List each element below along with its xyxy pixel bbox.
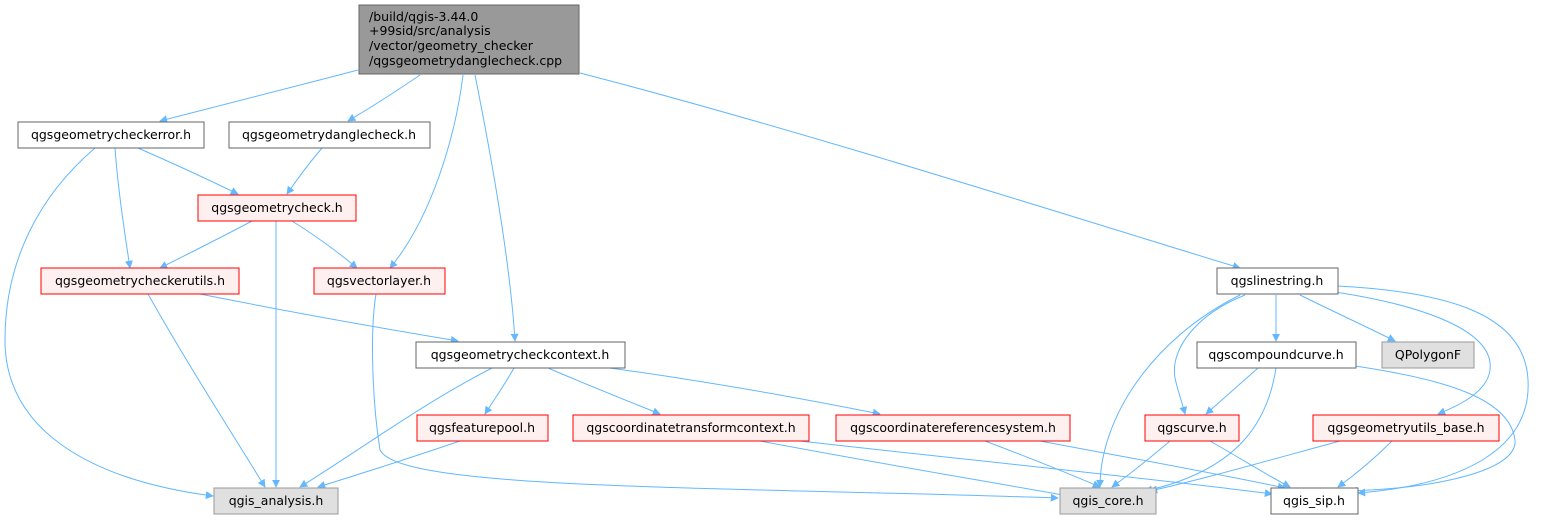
edge-compoundcurve-to-core xyxy=(1144,367,1277,494)
edge-geometryutils-to-sip xyxy=(1337,440,1393,488)
node-label: qgscurve.h xyxy=(1157,420,1226,435)
edge-geometryutils-to-core xyxy=(1149,440,1341,494)
node-qgis-analysis-h[interactable]: qgis_analysis.h xyxy=(213,487,339,515)
edge-geometrycheckerror-to-analysis xyxy=(4,147,214,500)
edge-geometrycheck-to-vectorlayer xyxy=(291,220,358,269)
edge-coordinatereferencesystem-to-core xyxy=(984,440,1101,488)
node-label: qgsvectorlayer.h xyxy=(327,273,431,288)
edge-geometrycheckerutils-to-analysis xyxy=(147,293,266,488)
node-root-file[interactable]: /build/qgis-3.44.0 +99sid/src/analysis /… xyxy=(358,4,580,75)
node-label: qgsfeaturepool.h xyxy=(429,420,535,435)
node-geometrycheckerror-h[interactable]: qgsgeometrycheckerror.h xyxy=(17,121,205,149)
node-label: qgslinestring.h xyxy=(1231,273,1324,288)
edge-geometrycheck-to-geometrycheckerutils xyxy=(159,220,253,269)
edge-geometrycheckcontext-to-coordinatetransformcontext xyxy=(547,367,661,416)
node-qgis-core-h[interactable]: qgis_core.h xyxy=(1059,487,1157,515)
node-compoundcurve-h[interactable]: qgscompoundcurve.h xyxy=(1196,341,1357,369)
node-geometrycheckcontext-h[interactable]: qgsgeometrycheckcontext.h xyxy=(415,341,626,369)
node-linestring-h[interactable]: qgslinestring.h xyxy=(1216,267,1339,295)
node-qpolygonf[interactable]: QPolygonF xyxy=(1381,341,1475,369)
node-geometrydanglecheck-h[interactable]: qgsgeometrydanglecheck.h xyxy=(228,121,431,149)
node-label: qgscoordinatetransformcontext.h xyxy=(586,420,795,435)
edge-geometrycheckcontext-to-coordinatereferencesystem xyxy=(594,365,881,417)
node-geometryutils-base-h[interactable]: qgsgeometryutils_base.h xyxy=(1312,414,1500,442)
edge-geometrycheckerror-to-geometrycheck xyxy=(137,147,239,195)
root-path-line-2: +99sid/src/analysis xyxy=(369,23,491,38)
edge-root-to-geometrydanglecheck xyxy=(347,74,421,122)
edge-root-to-vectorlayer xyxy=(389,74,464,269)
root-path-line-3: /vector/geometry_checker xyxy=(369,38,534,53)
node-label: qgsgeometryutils_base.h xyxy=(1327,420,1484,435)
edge-linestring-to-core xyxy=(1096,294,1241,488)
node-label: qgis_core.h xyxy=(1072,493,1143,508)
edge-curve-to-sip xyxy=(1209,440,1291,488)
node-coordinatereferencesystem-h[interactable]: qgscoordinatereferencesystem.h xyxy=(835,414,1071,442)
edge-geometrycheckerror-to-geometrycheckerutils xyxy=(114,147,133,269)
edge-compoundcurve-to-sip xyxy=(1349,365,1516,495)
node-label: qgscompoundcurve.h xyxy=(1208,347,1343,362)
edge-geometrycheckerutils-to-geometrycheckcontext xyxy=(199,293,459,344)
edge-vectorlayer-to-core xyxy=(372,293,1059,502)
node-label: qgis_analysis.h xyxy=(229,493,324,508)
node-vectorlayer-h[interactable]: qgsvectorlayer.h xyxy=(313,267,446,295)
edge-geometrycheckcontext-to-featurepool xyxy=(484,367,515,415)
root-path-line-4: /qgsgeometrydanglecheck.cpp xyxy=(369,53,562,68)
node-label: qgsgeometrycheck.h xyxy=(211,200,342,215)
edge-geometrydanglecheck-to-geometrycheck xyxy=(286,147,323,195)
edge-root-to-geometrycheckcontext xyxy=(474,74,519,342)
edge-root-to-linestring xyxy=(579,72,1241,270)
edge-linestring-to-qpolygonf xyxy=(1299,294,1396,342)
edge-curve-to-core xyxy=(1111,440,1171,488)
edge-root-to-geometrycheckerror xyxy=(159,69,359,124)
edge-compoundcurve-to-curve xyxy=(1205,367,1259,415)
edge-coordinatereferencesystem-to-sip xyxy=(1039,440,1286,491)
node-curve-h[interactable]: qgscurve.h xyxy=(1144,414,1240,442)
edge-coordinatetransformcontext-to-sip xyxy=(799,440,1273,498)
root-path-line-1: /build/qgis-3.44.0 xyxy=(369,9,478,24)
edge-linestring-to-sip xyxy=(1337,285,1529,497)
node-label: QPolygonF xyxy=(1395,347,1461,362)
edge-featurepool-to-analysis xyxy=(317,440,461,489)
node-geometrycheckerutils-h[interactable]: qgsgeometrycheckerutils.h xyxy=(40,267,240,295)
edge-geometrycheckcontext-to-analysis xyxy=(299,367,493,488)
edge-linestring-to-curve xyxy=(1173,294,1246,415)
edge-linestring-to-geometryutils xyxy=(1334,291,1491,415)
node-qgis-sip-h[interactable]: qgis_sip.h xyxy=(1270,487,1359,515)
node-label: qgsgeometrycheckcontext.h xyxy=(431,347,610,362)
node-coordinatetransformcontext-h[interactable]: qgscoordinatetransformcontext.h xyxy=(572,414,810,442)
nodes: /build/qgis-3.44.0 +99sid/src/analysis /… xyxy=(17,4,1500,515)
edge-coordinatetransformcontext-to-core xyxy=(759,440,1069,499)
edges xyxy=(4,69,1529,502)
node-label: qgsgeometrydanglecheck.h xyxy=(242,127,416,142)
node-label: qgis_sip.h xyxy=(1283,493,1345,508)
node-label: qgscoordinatereferencesystem.h xyxy=(850,420,1056,435)
node-geometrycheck-h[interactable]: qgsgeometrycheck.h xyxy=(197,194,357,222)
node-label: qgsgeometrycheckerutils.h xyxy=(55,273,225,288)
node-label: qgsgeometrycheckerror.h xyxy=(31,127,191,142)
node-featurepool-h[interactable]: qgsfeaturepool.h xyxy=(416,414,549,442)
